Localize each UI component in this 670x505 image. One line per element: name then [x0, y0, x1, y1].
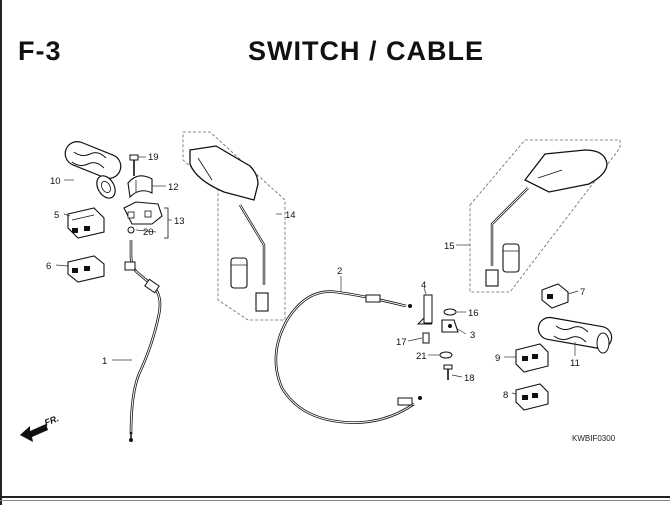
part-label-10: 10: [50, 176, 61, 187]
right-handle-grip: [537, 316, 613, 354]
left-switch-lower: [67, 255, 105, 283]
screw-18: [443, 364, 453, 380]
right-mirror: [485, 149, 608, 287]
part-label-2: 2: [337, 266, 342, 277]
part-label-11: 11: [570, 358, 580, 369]
part-label-4: 4: [421, 280, 426, 291]
front-direction-label: FR.: [43, 413, 60, 428]
front-direction-arrow-icon: [20, 424, 48, 442]
pivot-3: [441, 319, 459, 333]
part-label-19: 19: [148, 152, 159, 163]
center-cable: [274, 290, 422, 424]
left-handle-grip: [64, 141, 122, 199]
part-label-1: 1: [102, 356, 107, 367]
left-mirror: [189, 145, 269, 312]
frame-bottom-rule: [0, 500, 670, 501]
lever-bracket-4: [416, 294, 433, 325]
left-cable: [124, 240, 162, 442]
throttle-housing-cap: [127, 175, 153, 199]
screw-17: [422, 332, 430, 344]
part-label-13: 13: [174, 216, 185, 227]
part-label-15: 15: [444, 241, 455, 252]
section-code: F-3: [18, 36, 62, 66]
part-label-14: 14: [285, 210, 296, 221]
bracket-13: [164, 207, 169, 239]
mirror-right-callout-box: [469, 139, 621, 293]
part-label-18: 18: [464, 373, 475, 384]
right-switch-9: [515, 343, 549, 373]
part-label-6: 6: [46, 261, 51, 272]
part-label-3: 3: [470, 330, 475, 341]
part-label-8: 8: [503, 390, 508, 401]
frame-left-border: [0, 0, 2, 505]
right-switch-7: [541, 283, 569, 309]
part-label-21: 21: [416, 351, 427, 362]
drawing-code: KWBIF0300: [572, 434, 616, 443]
part-label-7: 7: [580, 287, 585, 298]
screw-19: [129, 154, 139, 176]
part-label-16: 16: [468, 308, 479, 319]
washer-16: [443, 308, 457, 316]
part-label-20: 20: [143, 227, 154, 238]
left-switch-upper: [67, 207, 105, 239]
right-switch-8: [515, 383, 549, 411]
page-title: SWITCH / CABLE: [248, 36, 484, 66]
part-label-5: 5: [54, 210, 59, 221]
part-label-17: 17: [396, 337, 407, 348]
leader-lines: [55, 156, 579, 395]
throttle-housing-body: [123, 201, 163, 234]
part-label-9: 9: [495, 353, 500, 364]
frame-bottom-border: [0, 496, 670, 498]
washer-21: [439, 351, 453, 359]
part-label-12: 12: [168, 182, 179, 193]
